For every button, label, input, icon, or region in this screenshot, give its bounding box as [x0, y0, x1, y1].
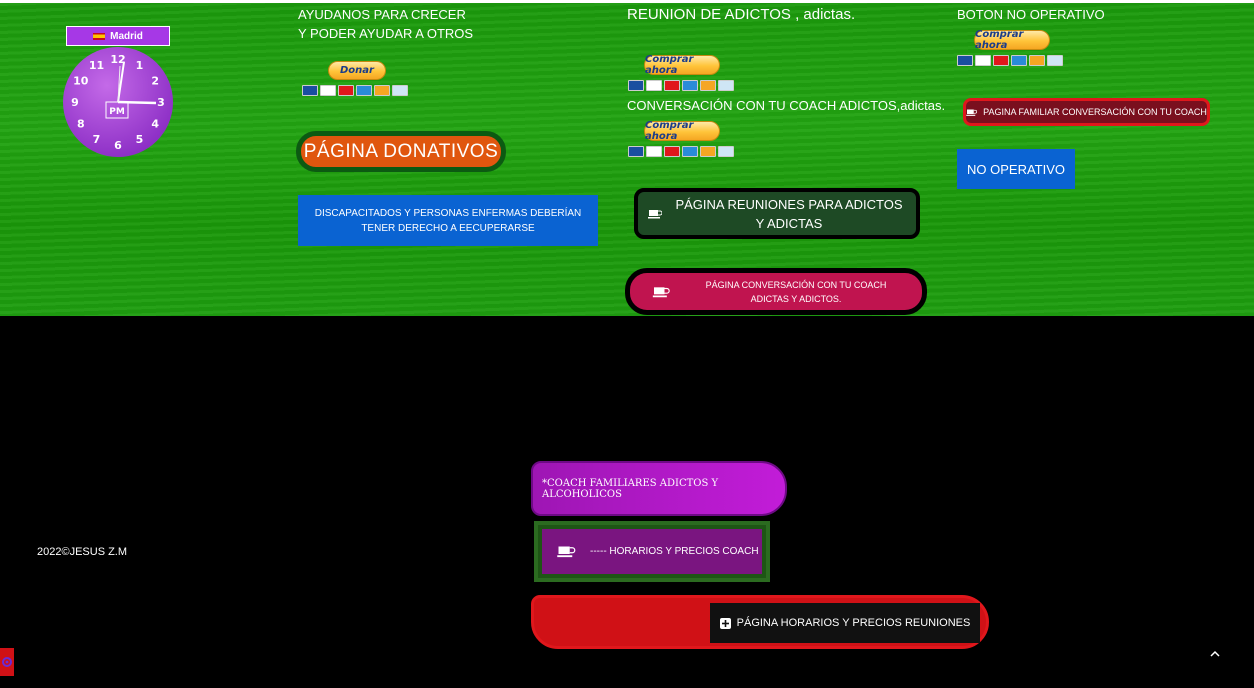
familiar-conversation-label: PAGINA FAMILIAR CONVERSACIÓN CON TU COAC… [983, 107, 1207, 117]
second-hand [117, 65, 121, 103]
clock-numeral: 7 [93, 133, 101, 146]
clock-numeral: 4 [151, 118, 159, 131]
settings-gear-button[interactable] [0, 648, 14, 676]
conversacion-coach-button[interactable]: PÁGINA CONVERSACIÓN CON TU COACH ADICTAS… [625, 268, 927, 315]
payment-card-icon [664, 80, 680, 91]
clock-numeral: 6 [114, 139, 122, 152]
payment-card-icon [718, 80, 734, 91]
familiar-conversation-button[interactable]: PAGINA FAMILIAR CONVERSACIÓN CON TU COAC… [963, 98, 1210, 126]
comprar-ahora-button-3[interactable]: Comprar ahora [974, 29, 1050, 51]
plus-square-icon [719, 617, 731, 629]
payment-card-icon [1047, 55, 1063, 66]
payment-card-icon [320, 85, 336, 96]
payment-cards-icon [628, 80, 734, 91]
clock-period: PM [109, 107, 125, 117]
gear-icon [2, 657, 12, 667]
coffee-cup-icon [648, 209, 662, 218]
payment-card-icon [700, 146, 716, 157]
clock-city-label: Madrid [66, 26, 170, 46]
payment-card-icon [664, 146, 680, 157]
coffee-cup-icon [966, 109, 978, 116]
coach-familiares-button[interactable]: *COACH FAMILIARES ADICTOS Y ALCOHOLICOS [531, 461, 787, 516]
coffee-cup-icon [652, 286, 670, 297]
clock-numeral: 9 [71, 96, 79, 109]
payment-cards-icon [957, 55, 1063, 66]
payment-card-icon [957, 55, 973, 66]
horarios-coach-inner: ----- HORARIOS Y PRECIOS COACH [542, 529, 762, 574]
comprar-ahora-button-2[interactable]: Comprar ahora [644, 120, 720, 142]
coffee-cup-icon [557, 546, 576, 558]
spain-flag-icon [93, 32, 106, 40]
payment-card-icon [1011, 55, 1027, 66]
payment-card-icon [646, 80, 662, 91]
clock-numeral: 5 [136, 133, 144, 146]
payment-card-icon [700, 80, 716, 91]
minute-hand [117, 61, 125, 103]
horarios-reuniones-label: PÁGINA HORARIOS Y PRECIOS REUNIONES [736, 617, 971, 629]
conversacion-coach-label: PÁGINA CONVERSACIÓN CON TU COACH ADICTAS… [705, 279, 887, 304]
payment-card-icon [682, 80, 698, 91]
horarios-coach-button[interactable]: ----- HORARIOS Y PRECIOS COACH [534, 521, 770, 582]
chevron-up-icon [1210, 650, 1220, 657]
right-heading: BOTON NO OPERATIVO [957, 7, 1105, 22]
coach-conversation-text: CONVERSACIÓN CON TU COACH ADICTOS,adicta… [627, 98, 946, 113]
payment-card-icon [993, 55, 1009, 66]
payment-card-icon [682, 146, 698, 157]
payment-card-icon [374, 85, 390, 96]
payment-card-icon [628, 146, 644, 157]
payment-cards-icon [302, 85, 408, 96]
donativos-button[interactable]: PÁGINA DONATIVOS [296, 131, 506, 172]
clock-numeral: 1 [136, 59, 144, 72]
payment-card-icon [392, 85, 408, 96]
clock-numeral: 11 [89, 59, 104, 72]
clock-numeral: 8 [77, 118, 85, 131]
donate-line1: AYUDANOS PARA CRECER [298, 7, 466, 22]
no-operativo-button[interactable]: NO OPERATIVO [957, 149, 1075, 189]
payment-card-icon [356, 85, 372, 96]
payment-card-icon [628, 80, 644, 91]
comprar-ahora-button-1[interactable]: Comprar ahora [644, 54, 720, 76]
payment-card-icon [302, 85, 318, 96]
payment-card-icon [718, 146, 734, 157]
payment-cards-icon [628, 146, 734, 157]
horarios-reuniones-button[interactable]: PÁGINA HORARIOS Y PRECIOS REUNIONES [710, 603, 980, 643]
donate-line2: Y PODER AYUDAR A OTROS [298, 26, 474, 41]
meetings-heading: REUNION DE ADICTOS , adictas. [627, 6, 856, 23]
copyright: 2022©JESUS Z.M [37, 546, 128, 558]
payment-card-icon [975, 55, 991, 66]
clock-numeral: 3 [157, 96, 165, 109]
hour-hand [117, 100, 157, 105]
horarios-coach-label: ----- HORARIOS Y PRECIOS COACH [590, 546, 759, 557]
payment-card-icon [1029, 55, 1045, 66]
clock-city: Madrid [110, 30, 143, 42]
clock-numeral: 12 [110, 53, 125, 66]
payment-card-icon [646, 146, 662, 157]
payment-card-icon [338, 85, 354, 96]
clock-numeral: 10 [73, 75, 89, 88]
scroll-to-top-button[interactable] [1210, 646, 1220, 661]
clock-numeral: 2 [151, 75, 159, 88]
reuniones-button[interactable]: PÁGINA REUNIONES PARA ADICTOS Y ADICTAS [634, 188, 920, 239]
reuniones-button-label: PÁGINA REUNIONES PARA ADICTOS Y ADICTAS [675, 196, 903, 231]
discapacitados-button[interactable]: DISCAPACITADOS Y PERSONAS ENFERMAS DEBER… [298, 195, 598, 246]
donar-button[interactable]: Donar [328, 61, 386, 80]
